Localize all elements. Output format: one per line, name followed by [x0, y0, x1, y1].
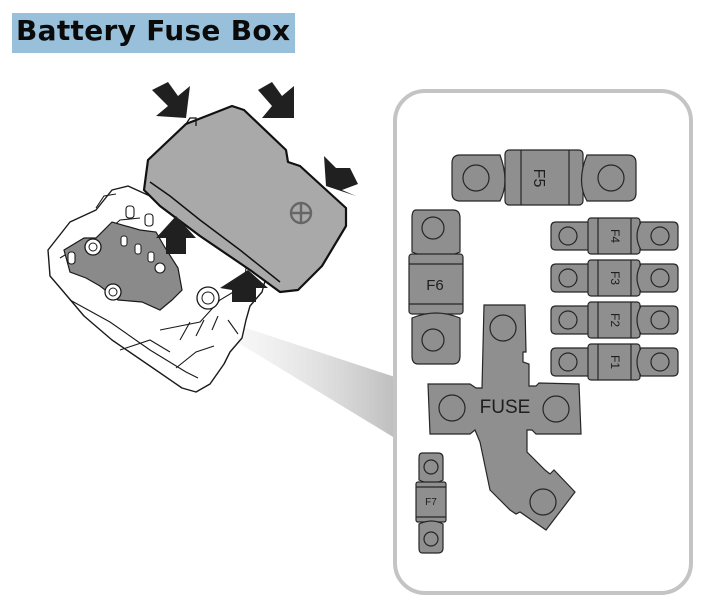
- fuse-label-F5: F5: [530, 169, 547, 188]
- mounting-ring: [196, 286, 220, 310]
- fuse-F7: F7: [415, 452, 447, 554]
- fuse-label-F4: F4: [608, 229, 622, 243]
- arrow-up-icon: [220, 270, 268, 302]
- main-fuse: FUSE: [427, 304, 582, 531]
- arrow-down-left-icon: [324, 156, 358, 196]
- terminal-nut: [104, 283, 122, 301]
- fuse-detail-panel: [393, 89, 693, 595]
- fuse-box-cover: [142, 104, 348, 294]
- terminal-stud: [67, 205, 166, 274]
- fuse-label-F6: F6: [426, 277, 444, 294]
- fuse-label-F7: F7: [425, 497, 437, 508]
- arrow-up-icon: [156, 216, 196, 254]
- fuse-F4: F4: [550, 217, 679, 255]
- fuse-F1: F1: [550, 343, 679, 381]
- fuse-F6: F6: [408, 209, 464, 365]
- fuse-F5: F5: [451, 149, 637, 206]
- main-fuse-label: FUSE: [480, 397, 531, 418]
- fuse-F2: F2: [550, 301, 679, 339]
- terminal-nut: [84, 238, 102, 256]
- fuse-label-F2: F2: [608, 313, 622, 327]
- fuse-label-F3: F3: [608, 271, 622, 285]
- crosshair-circle-icon: [289, 201, 313, 225]
- fuse-label-F1: F1: [608, 355, 622, 369]
- arrow-down-right-icon: [152, 82, 190, 118]
- title-band: Battery Fuse Box: [12, 13, 295, 53]
- fuse-F3: F3: [550, 259, 679, 297]
- arrow-down-right-icon: [258, 82, 294, 118]
- page-title: Battery Fuse Box: [16, 14, 291, 47]
